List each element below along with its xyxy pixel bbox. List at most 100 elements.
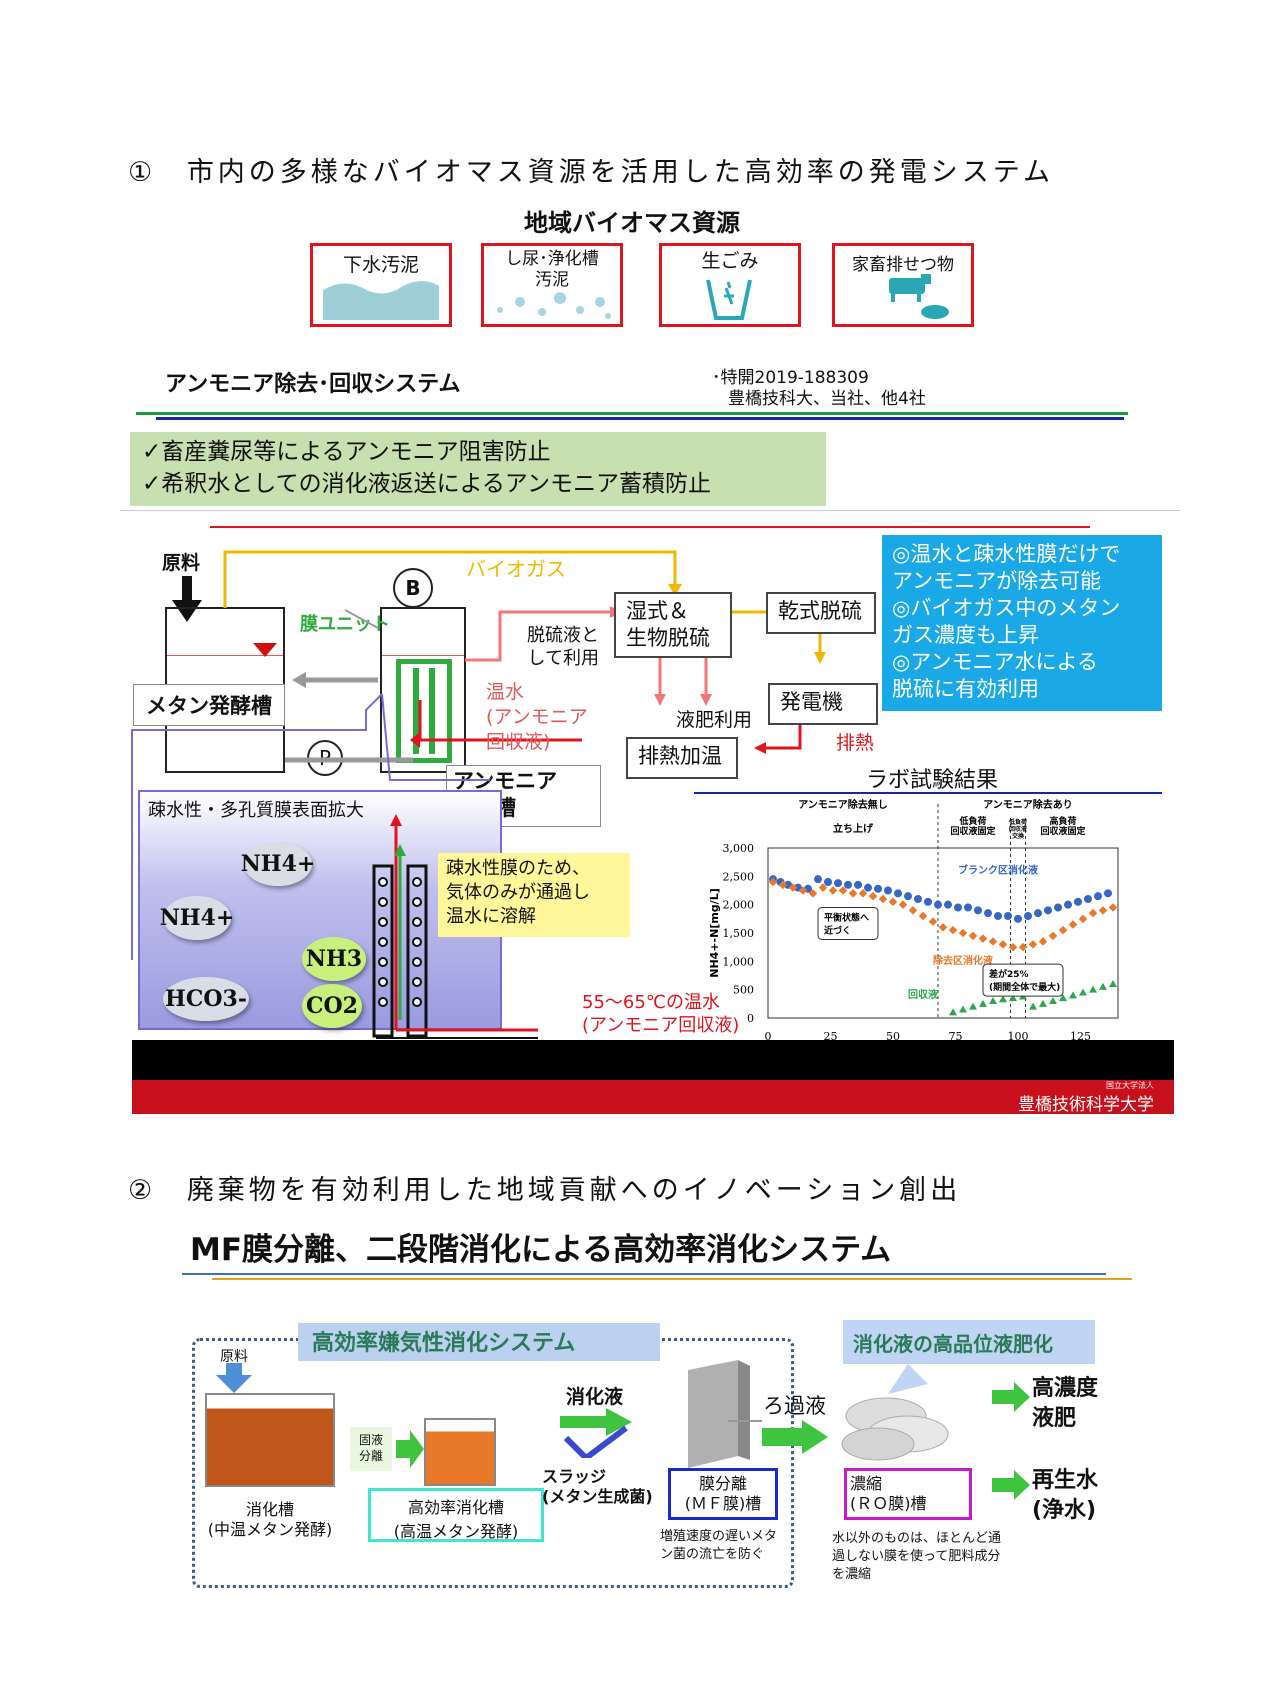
data-point-recovery [1039,999,1047,1007]
data-point-blank [814,875,822,884]
data-point-removal [898,900,908,909]
data-point-removal [998,940,1008,949]
data-point-removal [968,931,978,941]
data-point-recovery [969,1002,977,1010]
patent-holders: 豊橋技科大、当社、他4社 [728,389,926,409]
membrane-bar [413,668,419,754]
temperature-note: 55～65℃の温水 [582,992,721,1013]
annotation-text: 平衡状態へ [824,912,869,924]
sub-phase-label: 交換 [1012,832,1025,840]
data-point-blank [944,900,952,909]
data-point-blank [844,880,852,889]
hi-efficiency-tank-label: 高効率消化槽 (高温メタン発酵) [368,1488,544,1542]
y-tick-label: 0 [747,1012,754,1025]
data-point-blank [1074,897,1082,906]
data-point-removal [908,906,918,915]
data-point-removal [988,937,998,946]
wet-desulfurization-box: 湿式＆ 生物脱硫 [614,592,732,658]
x-tick-label: 25 [824,1030,838,1043]
ammonia-removal-tank [380,607,466,773]
divider-blue [156,417,1124,420]
x-tick-label: 75 [949,1030,963,1043]
data-point-blank [954,903,962,912]
annotation-text: (期間全体で最大) [989,981,1060,993]
exhaust-heat-label: 排熱 [836,732,875,754]
data-point-blank [864,883,872,892]
biomass-livestock-waste: 家畜排せつ物 [832,243,974,327]
data-point-removal [978,934,988,943]
data-point-recovery [1089,985,1097,993]
data-point-recovery [989,997,997,1004]
sub-phase-label: 低負荷 [958,815,986,827]
s2-raw-material: 原料 [220,1349,248,1365]
data-point-blank [994,912,1002,920]
data-point-recovery [1109,980,1117,987]
digestion-tank-label: 消化槽 (中温メタン発酵) [207,1500,333,1539]
data-point-recovery [1079,988,1087,996]
membrane-note: 増殖速度の遅いメタ ン菌の流亡を防ぐ [660,1529,778,1562]
annotation-box [982,963,1064,997]
x-tick-label: 50 [886,1030,900,1043]
data-point-removal [1068,920,1078,929]
output-arrow-icon [992,1382,1030,1412]
data-point-blank [1014,914,1022,923]
exhaust-heating-box: 排熱加温 [626,737,738,779]
membrane-pores-graphic [372,814,538,1039]
membrane-unit-block [396,659,452,763]
membrane-surface-label: 疎水性・多孔質膜表面拡大 [148,800,364,821]
sub-phase-label: 高負荷 [1049,815,1076,827]
biomass-header: 地域バイオマス資源 [524,209,740,237]
data-point-recovery [1029,1002,1037,1010]
x-tick-label: 125 [1070,1030,1091,1043]
data-point-removal [888,897,898,907]
highlight-callout: ◎温水と疎水性膜だけで アンモニアが除去可能 ◎バイオガス中のメタン ガス濃度も… [882,535,1162,711]
lab-divider [694,792,1162,794]
data-point-removal [1048,931,1058,941]
output-water: 再生水 (浄水) [1032,1468,1099,1523]
filtrate-label: ろ過液 [763,1394,826,1418]
series-label: 除去区消化液 [933,954,993,967]
ro-membrane-cylinders-icon [841,1364,949,1461]
data-point-blank [1034,909,1042,918]
data-point-removal [1108,903,1118,912]
livestock-icon [889,274,949,319]
data-point-blank [834,879,842,888]
system-label: 高効率嫌気性消化システム [298,1323,660,1361]
data-point-blank [1094,892,1102,901]
data-point-blank [874,884,882,893]
data-point-recovery [959,1005,967,1013]
digestate-arrows-icon [560,1408,632,1458]
y-tick-label: 2,000 [723,899,755,912]
trash-bin-icon [706,279,752,320]
ion-co2-bubble: CO2 [302,984,362,1028]
data-point-blank [884,886,892,895]
data-point-blank [974,906,982,915]
raw-material-arrow-icon [172,576,202,622]
univ-name: 豊橋技術科学大学 [1018,1095,1154,1115]
membrane-unit-label: 膜ユニット [300,614,390,635]
membrane-tank-label: 膜分離 (ＭＦ膜)槽 [668,1468,778,1520]
ion-nh4-bubble: NH4+ [160,896,234,940]
y-tick-label: 3,000 [723,842,755,855]
data-point-blank [1104,889,1112,898]
benefit-item: ✓希釈水としての消化液返送によるアンモニア蓄積防止 [142,471,711,497]
filtrate-line [728,1420,762,1422]
green-arrow-icon [396,1430,424,1468]
y-axis-label: NH4+-N[mg/L] [708,888,721,977]
data-point-removal [958,928,968,938]
data-point-recovery [1099,982,1107,990]
tank-liquid-level [167,655,283,656]
biomass-food-waste: 生ごみ [659,243,801,327]
filtrate-arrow-icon [762,1420,828,1454]
data-point-recovery [1059,994,1067,1002]
data-point-removal [1038,937,1048,946]
y-tick-label: 1,500 [723,927,755,940]
sub-phase-label: 回収液固定 [950,825,996,837]
raw-material-label: 原料 [162,552,201,574]
sub-phase-label: 回収液 [1009,825,1028,833]
univ-small-label: 国立大学法人 [1106,1081,1154,1090]
benefit-item: ✓畜産糞尿等によるアンモニア阻害防止 [142,439,551,465]
footer-black-band [132,1040,1174,1080]
data-point-removal [868,891,878,901]
section1-number: ① [128,157,157,188]
